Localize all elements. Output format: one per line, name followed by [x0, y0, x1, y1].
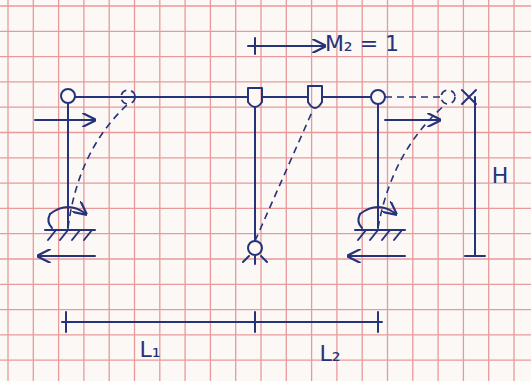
dimension-label: H	[492, 165, 509, 187]
displaced-hinge	[121, 90, 135, 104]
grid-line	[0, 233, 531, 234]
hinge-symbol	[371, 90, 385, 104]
grid-line	[0, 157, 531, 158]
column	[67, 103, 69, 228]
grid-line	[0, 56, 531, 57]
moment-label: M₂ = 1	[325, 33, 399, 55]
column	[377, 104, 379, 228]
beam	[262, 96, 308, 98]
grid-line	[0, 309, 531, 310]
grid-line	[0, 334, 531, 335]
displaced-beam	[385, 96, 441, 98]
dimension-label: L₂	[319, 343, 340, 365]
slider-symbol	[248, 88, 262, 107]
grid-line	[0, 360, 531, 361]
grid-line	[0, 5, 531, 6]
displaced-column	[255, 112, 312, 241]
grid-line	[0, 132, 531, 133]
beam	[75, 96, 248, 98]
column	[254, 108, 256, 241]
fixed-support	[348, 207, 405, 256]
beam	[322, 96, 371, 98]
grid-line	[0, 31, 531, 32]
pin-support	[243, 241, 267, 264]
grid-line	[0, 81, 531, 82]
displaced-beam	[75, 96, 121, 98]
hinge-symbol	[61, 89, 75, 103]
grid-line	[0, 284, 531, 285]
slider-symbol	[308, 86, 322, 108]
grid-line	[0, 182, 531, 183]
displacement-arrow	[35, 119, 95, 121]
displacement-arrow	[385, 119, 440, 121]
end-mark	[462, 90, 476, 104]
dimension-label: L₁	[139, 339, 160, 361]
dimension-line	[62, 312, 382, 332]
dimension-line	[465, 97, 485, 256]
displaced-hinge	[441, 90, 455, 104]
moment-arrow	[248, 45, 325, 47]
grid-line	[0, 107, 531, 108]
fixed-support	[38, 207, 95, 256]
